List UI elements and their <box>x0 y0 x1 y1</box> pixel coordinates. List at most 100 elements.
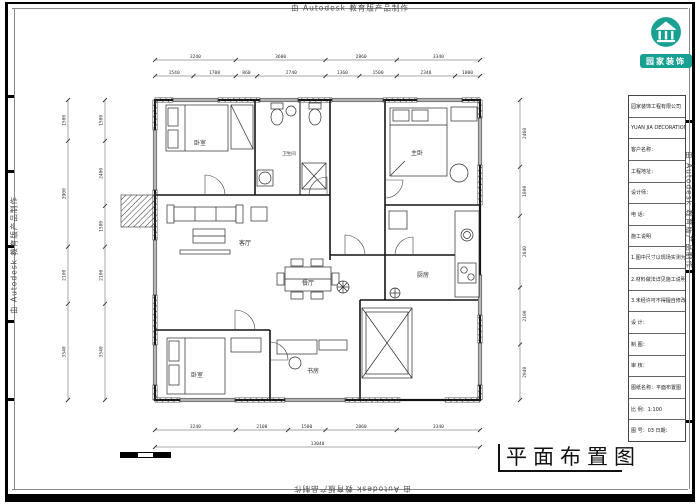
title-block-row: 2.材料做法详见施工说明 <box>629 269 685 291</box>
svg-text:2860: 2860 <box>356 54 367 60</box>
svg-text:1540: 1540 <box>169 70 180 76</box>
fold-mark <box>686 420 695 423</box>
fold-mark <box>686 120 695 123</box>
title-block-row: 图 号：03 日期： <box>631 428 671 435</box>
svg-text:2860: 2860 <box>356 424 367 430</box>
bay-window-hatch <box>120 194 156 228</box>
plant <box>389 287 401 299</box>
svg-text:860: 860 <box>242 70 251 76</box>
title-block-row: 工程地址： <box>629 161 685 183</box>
title-block-row: 设 计： <box>629 312 685 334</box>
svg-text:1000: 1000 <box>462 70 473 76</box>
svg-text:2040: 2040 <box>522 367 528 378</box>
frame-top <box>5 2 695 4</box>
room-label: 厨房 <box>417 271 429 279</box>
furniture <box>165 102 480 395</box>
title-block-row: 审 核： <box>629 356 685 378</box>
dining-set <box>276 258 340 300</box>
room-label: 卧室 <box>191 371 203 379</box>
title-block-row: 施工说明 <box>629 226 685 248</box>
scale-bar <box>120 452 171 458</box>
svg-text:1700: 1700 <box>209 70 220 76</box>
room-label: 书房 <box>307 367 319 375</box>
svg-text:2340: 2340 <box>420 70 431 76</box>
company-logo: 园家装饰 <box>640 16 692 68</box>
room-label: 卫生间 <box>282 150 296 157</box>
logo-brand-badge: 园家装饰 <box>640 54 692 68</box>
svg-text:2100: 2100 <box>522 310 528 321</box>
svg-text:2100: 2100 <box>99 270 105 281</box>
title-block-row: 比 例：1:100 <box>629 399 685 421</box>
title-block-row: 制 图： <box>629 334 685 356</box>
svg-text:13040: 13040 <box>311 441 325 447</box>
inner-frame-bottom <box>12 489 688 490</box>
side-table <box>449 163 469 183</box>
title-block-row: 1.图中尺寸以现场实测为准 <box>629 247 685 269</box>
svg-text:1500: 1500 <box>373 70 384 76</box>
room-label: 餐厅 <box>302 279 314 287</box>
doors <box>204 174 414 361</box>
fold-mark <box>686 270 695 273</box>
bed <box>165 104 229 152</box>
watermark-left: 由 Autodesk 教育版产品制作 <box>9 196 19 314</box>
fridge <box>388 210 408 230</box>
wall-hatch-piers <box>120 97 483 403</box>
fold-mark <box>5 320 14 323</box>
room-labels: 卧室 卫生间 客厅 主卧 厨房 餐厅 卧室 书房 <box>191 139 429 379</box>
title-block-row: 园家装饰工程有限公司 <box>629 96 685 118</box>
inner-frame-top <box>12 8 688 9</box>
tv-cabinet <box>179 249 231 255</box>
dimension-chain-left-inner: 1500 2400 1500 2100 3540 <box>99 97 108 403</box>
fold-mark <box>5 170 14 173</box>
logo-icon <box>651 17 681 47</box>
title-block-row: 电 话： <box>629 204 685 226</box>
svg-text:3600: 3600 <box>275 54 286 60</box>
fold-mark <box>5 95 14 98</box>
kitchen-counter <box>388 210 480 298</box>
fold-mark <box>5 245 14 248</box>
room-label: 主卧 <box>411 149 423 157</box>
inner-frame-right <box>689 8 690 489</box>
svg-text:3240: 3240 <box>190 54 201 60</box>
title-block-row: 客户名称： <box>629 139 685 161</box>
frame-bottom <box>5 494 695 502</box>
watermark-bottom: 由 Autodesk 教育版产品制作 <box>293 484 411 494</box>
frame-right <box>692 2 695 497</box>
svg-text:3340: 3340 <box>433 54 444 60</box>
fold-mark <box>5 398 14 401</box>
svg-text:2400: 2400 <box>99 168 105 179</box>
title-divider-vertical <box>498 444 500 471</box>
master-bed <box>389 107 448 177</box>
windows <box>152 97 483 403</box>
title-underline <box>498 470 622 472</box>
watermark-top: 由 Autodesk 教育版产品制作 <box>291 3 409 13</box>
room-label: 客厅 <box>239 239 251 247</box>
svg-text:2460: 2460 <box>522 128 528 139</box>
svg-text:1500: 1500 <box>99 115 105 126</box>
room-label: 卧室 <box>194 139 206 147</box>
title-block-row: 图纸名称：平面布置图 <box>629 377 685 399</box>
dimension-chain-top-outer: 3240 3600 2860 3340 <box>152 54 483 63</box>
title-block-row: 设计师： <box>629 183 685 205</box>
svg-text:1500: 1500 <box>99 221 105 232</box>
frame-left <box>5 2 8 497</box>
svg-text:2100: 2100 <box>256 424 267 430</box>
svg-text:2640: 2640 <box>522 246 528 257</box>
study-desk <box>276 339 348 370</box>
svg-text:3340: 3340 <box>433 424 444 430</box>
inner-frame-left <box>14 8 15 489</box>
svg-text:1500: 1500 <box>62 115 68 126</box>
svg-text:1360: 1360 <box>337 70 348 76</box>
title-block-row: 3.未经许可不得擅自修改 <box>629 291 685 313</box>
svg-text:2100: 2100 <box>62 270 68 281</box>
dimension-chain-bottom-outer: 13040 <box>152 441 483 450</box>
wardrobe-small <box>230 337 262 353</box>
bed-small <box>166 337 226 395</box>
svg-text:3540: 3540 <box>99 346 105 357</box>
